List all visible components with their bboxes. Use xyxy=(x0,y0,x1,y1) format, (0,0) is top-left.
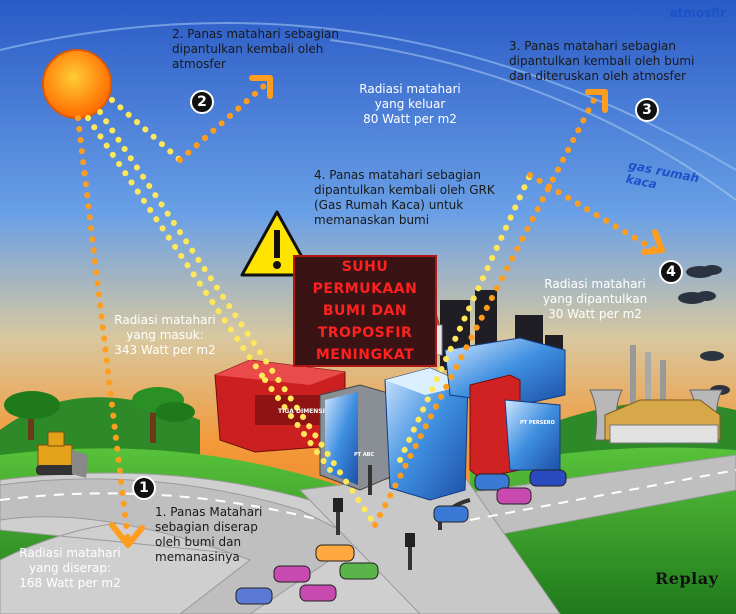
building-sign: TIGA DIMENSI xyxy=(278,408,325,415)
atmosphere-line xyxy=(0,22,736,171)
replay-button[interactable]: Replay xyxy=(655,569,719,588)
red-building xyxy=(214,359,346,453)
step-2-badge: 2 xyxy=(190,90,214,114)
factory-icon xyxy=(589,345,723,444)
road-stripe xyxy=(0,492,321,521)
grk-line xyxy=(329,39,736,201)
arrow-heads xyxy=(109,75,665,548)
radiasi-diserap-text: Radiasi matahari yang diserap: 168 Watt … xyxy=(19,546,121,590)
roads xyxy=(0,454,736,614)
grey-building xyxy=(319,384,396,491)
blue-building xyxy=(469,374,561,479)
radiasi-keluar-text: Radiasi matahari yang keluar 80 Watt per… xyxy=(359,82,461,126)
warning-box: SUHU PERMUKAAN BUMI DAN TROPOSFIR MENING… xyxy=(293,255,437,367)
incoming-rays xyxy=(75,82,658,543)
building-sign: PT ABC xyxy=(354,452,375,458)
radiasi-dipantulkan-text: Radiasi matahari yang dipantulkan 30 Wat… xyxy=(542,277,648,321)
tree-icons xyxy=(4,387,195,443)
step-3-text: 3. Panas matahari sebagian dipantulkan k… xyxy=(509,39,695,83)
step-2-text: 2. Panas matahari sebagian dipantulkan k… xyxy=(172,27,339,71)
step-1-text: 1. Panas Matahari sebagian diserap oleh … xyxy=(155,505,263,564)
step-1-badge: 1 xyxy=(132,476,156,500)
bulldozer-icon xyxy=(36,431,88,478)
step-4-text: 4. Panas matahari sebagian dipantulkan k… xyxy=(314,168,495,227)
sun-icon xyxy=(42,49,112,119)
radiasi-masuk-text: Radiasi matahari yang masuk: 343 Watt pe… xyxy=(114,313,216,357)
step-3-badge: 3 xyxy=(635,98,659,122)
step-4-badge: 4 xyxy=(659,260,683,284)
car-icons xyxy=(235,469,567,605)
road-stripe xyxy=(469,469,736,521)
atmosfer-label: atmosfir xyxy=(669,6,726,20)
building-sign: PT PERSERO xyxy=(520,420,555,426)
